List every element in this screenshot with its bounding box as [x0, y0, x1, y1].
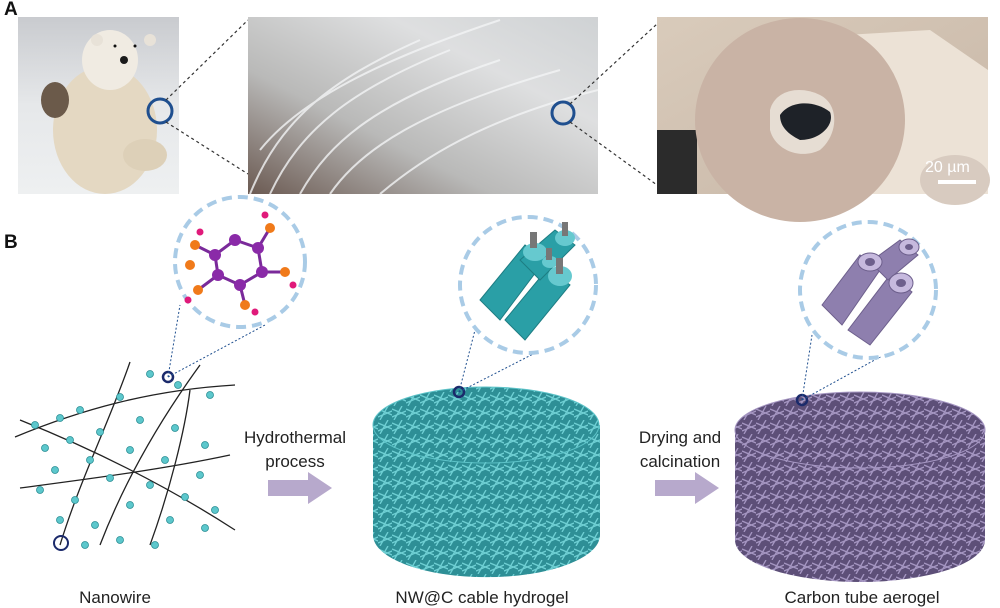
- precursor-dot: [196, 471, 204, 479]
- precursor-dot: [201, 441, 209, 449]
- zoom-circle-nanowire: [161, 370, 175, 384]
- precursor-dot: [201, 524, 209, 532]
- precursor-dot: [91, 521, 99, 529]
- precursor-dot: [181, 493, 189, 501]
- precursor-dot: [116, 393, 124, 401]
- label-nanowire: Nanowire: [79, 588, 151, 607]
- panel-label-b: B: [4, 232, 18, 253]
- zoom-line: [458, 329, 476, 393]
- zoom-line: [165, 19, 249, 101]
- step2-label-line1: Drying and: [639, 428, 721, 447]
- precursor-dot: [174, 381, 182, 389]
- precursor-dot: [136, 416, 144, 424]
- precursor-dot: [86, 456, 94, 464]
- precursor-dot: [211, 506, 219, 514]
- precursor-dot: [36, 486, 44, 494]
- nw-c-cable-hydrogel: [372, 386, 600, 578]
- nanowire-end-circle: [53, 535, 69, 551]
- nanowire-network: [14, 361, 236, 546]
- precursor-dot: [126, 501, 134, 509]
- precursor-dot: [151, 541, 159, 549]
- molecule-zoom: [173, 195, 307, 329]
- tube-zoom: [798, 220, 938, 360]
- zoom-circle-bear: [146, 97, 174, 125]
- hollow-hair-sem-image: 20 µm: [657, 17, 990, 222]
- precursor-dot: [41, 444, 49, 452]
- zoom-line: [167, 304, 181, 378]
- zoom-circle-hydrogel: [452, 385, 466, 399]
- precursor-dot: [166, 516, 174, 524]
- carbon-tube-aerogel: [734, 391, 986, 582]
- precursor-dot: [96, 428, 104, 436]
- precursor-dot: [76, 406, 84, 414]
- precursor-dot: [66, 436, 74, 444]
- panel-label-a: A: [4, 0, 18, 20]
- fur-closeup-photo: [248, 17, 599, 195]
- step1-label-line2: process: [265, 452, 325, 471]
- label-aerogel: Carbon tube aerogel: [784, 588, 939, 607]
- precursor-dots: [31, 370, 219, 549]
- zoom-line: [165, 121, 249, 175]
- step2-label-line2: calcination: [640, 452, 720, 471]
- precursor-dot: [161, 456, 169, 464]
- precursor-dot: [56, 516, 64, 524]
- precursor-dot: [56, 414, 64, 422]
- zoom-line: [801, 334, 813, 401]
- step1-label-line1: Hydrothermal: [244, 428, 346, 447]
- precursor-dot: [146, 370, 154, 378]
- precursor-dot: [116, 536, 124, 544]
- precursor-dot: [31, 421, 39, 429]
- zoom-line: [167, 324, 266, 378]
- arrow-right-icon: [655, 472, 719, 504]
- zoom-circle-aerogel: [795, 393, 809, 407]
- precursor-dot: [206, 391, 214, 399]
- zoom-circle-fur: [550, 100, 576, 126]
- zoom-line: [569, 23, 658, 105]
- scale-bar-label: 20 µm: [925, 159, 970, 176]
- polar-bear-photo: [18, 17, 179, 194]
- label-hydrogel: NW@C cable hydrogel: [395, 588, 568, 607]
- precursor-dot: [81, 541, 89, 549]
- cable-zoom: [458, 215, 598, 355]
- arrow-right-icon: [268, 472, 332, 504]
- precursor-dot: [146, 481, 154, 489]
- precursor-dot: [106, 474, 114, 482]
- scale-bar: [938, 180, 976, 184]
- precursor-dot: [51, 466, 59, 474]
- precursor-dot: [126, 446, 134, 454]
- precursor-dot: [171, 424, 179, 432]
- precursor-dot: [71, 496, 79, 504]
